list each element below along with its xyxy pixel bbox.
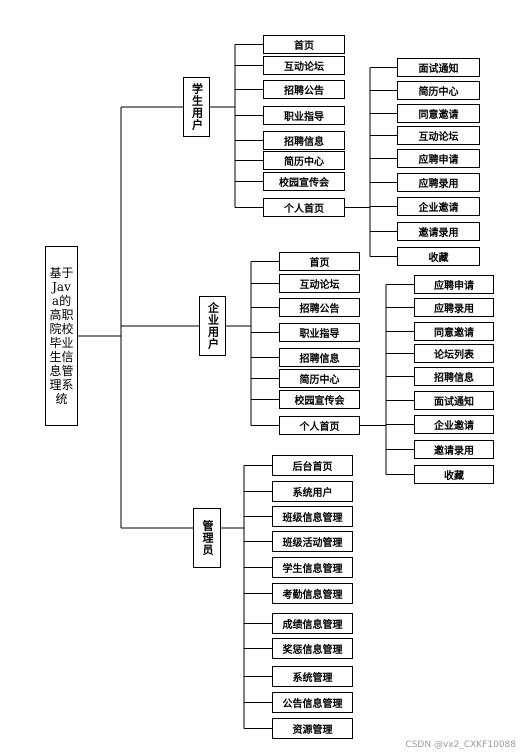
enterprise-personal-item: 应聘录用 xyxy=(414,298,494,317)
enterprise-item: 首页 xyxy=(279,252,360,271)
admin-item: 考勤信息管理 xyxy=(272,583,353,604)
branch-student: 学生用户 xyxy=(183,77,210,137)
student-personal-item: 应聘申请 xyxy=(397,149,480,168)
enterprise-personal-item: 企业邀请 xyxy=(414,415,494,434)
enterprise-personal-item: 收藏 xyxy=(414,465,494,484)
admin-item: 学生信息管理 xyxy=(272,557,353,578)
enterprise-item: 招聘信息 xyxy=(279,348,360,367)
student-personal-item: 互动论坛 xyxy=(397,126,480,145)
admin-item: 班级信息管理 xyxy=(272,506,353,527)
enterprise-personal-item: 论坛列表 xyxy=(414,344,494,363)
student-item: 校园宣传会 xyxy=(263,172,345,191)
admin-item: 班级活动管理 xyxy=(272,531,353,552)
enterprise-personal-item: 同意邀请 xyxy=(414,322,494,341)
branch-admin: 管理员 xyxy=(193,508,221,568)
enterprise-item: 互动论坛 xyxy=(279,274,360,293)
student-item: 首页 xyxy=(263,35,345,54)
enterprise-item: 职业指导 xyxy=(279,323,360,342)
student-item: 个人首页 xyxy=(263,198,345,217)
enterprise-item: 招聘公告 xyxy=(279,298,360,317)
student-personal-item: 面试通知 xyxy=(397,58,480,77)
admin-item: 后台首页 xyxy=(272,455,353,476)
student-personal-item: 应聘录用 xyxy=(397,173,480,192)
student-personal-item: 邀请录用 xyxy=(397,222,480,241)
enterprise-personal-item: 邀请录用 xyxy=(414,440,494,459)
admin-item: 成绩信息管理 xyxy=(272,613,353,634)
root-node: 基于Java的高职院校毕业生信息管理系统 xyxy=(45,246,78,426)
enterprise-item: 简历中心 xyxy=(279,369,360,388)
branch-enterprise: 企业用户 xyxy=(199,296,226,356)
student-personal-item: 收藏 xyxy=(397,247,480,266)
admin-item: 公告信息管理 xyxy=(272,692,353,713)
enterprise-item: 校园宣传会 xyxy=(279,390,360,409)
admin-item: 资源管理 xyxy=(272,718,353,739)
enterprise-personal-item: 应聘申请 xyxy=(414,275,494,294)
watermark: CSDN @vx2_CXKF10088 xyxy=(405,740,516,750)
enterprise-personal-item: 招聘信息 xyxy=(414,367,494,386)
student-item: 招聘公告 xyxy=(263,80,345,99)
admin-item: 系统管理 xyxy=(272,666,353,687)
student-item: 职业指导 xyxy=(263,106,345,125)
student-personal-item: 同意邀请 xyxy=(397,104,480,123)
student-item: 招聘信息 xyxy=(263,131,345,150)
student-item: 简历中心 xyxy=(263,151,345,170)
admin-item: 奖惩信息管理 xyxy=(272,638,353,659)
enterprise-item: 个人首页 xyxy=(279,416,360,435)
admin-item: 系统用户 xyxy=(272,481,353,502)
student-personal-item: 简历中心 xyxy=(397,81,480,100)
student-item: 互动论坛 xyxy=(263,56,345,75)
student-personal-item: 企业邀请 xyxy=(397,197,480,216)
enterprise-personal-item: 面试通知 xyxy=(414,391,494,410)
